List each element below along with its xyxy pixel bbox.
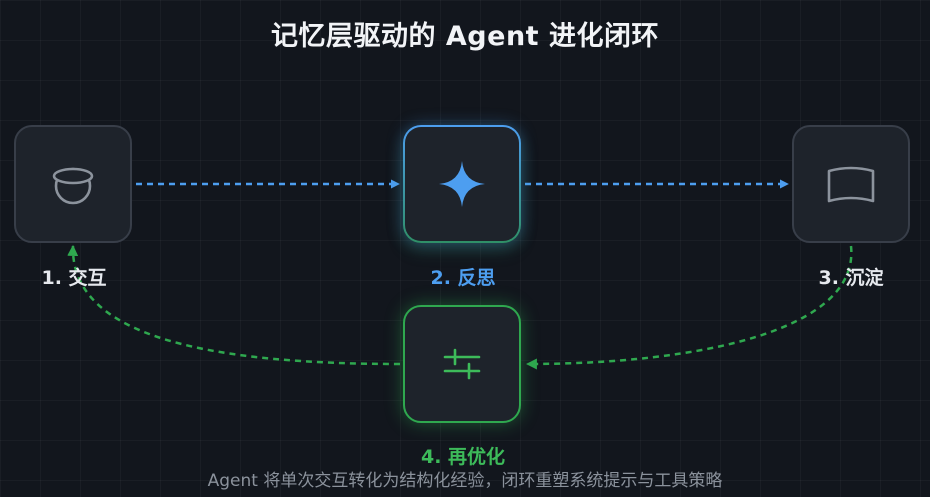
edge-optimize-to-interact (67, 244, 401, 366)
node-optimize (403, 305, 521, 423)
sliders-icon (437, 339, 487, 389)
label-reflect: 2. 反思 (430, 267, 496, 289)
node-reflect (403, 125, 521, 243)
node-settle (792, 125, 910, 243)
sparkle-icon (437, 159, 487, 209)
book-icon (824, 159, 878, 209)
node-interact (14, 125, 132, 243)
label-interact: 1. 交互 (41, 267, 107, 289)
label-settle: 3. 沉淀 (818, 267, 884, 289)
globe-icon (48, 159, 98, 209)
diagram-caption: Agent 将单次交互转化为结构化经验，闭环重塑系统提示与工具策略 (207, 471, 723, 491)
label-optimize: 4. 再优化 (420, 446, 506, 468)
diagram-title: 记忆层驱动的 Agent 进化闭环 (271, 21, 659, 52)
